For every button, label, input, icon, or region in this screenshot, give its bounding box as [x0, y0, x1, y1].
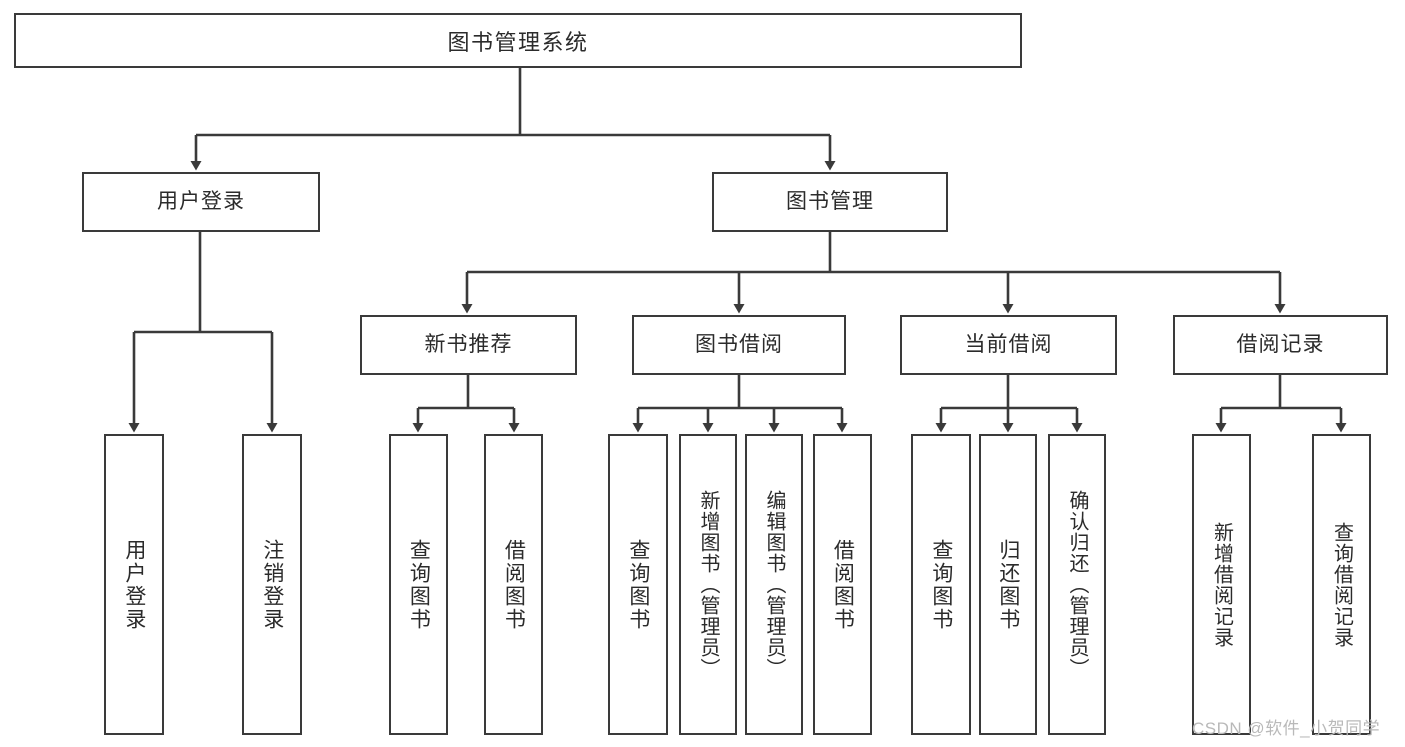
node-label: 图书管理 [786, 190, 874, 214]
leaf-user-login-signin[interactable]: 用户登录 [104, 434, 164, 735]
leaf-current-confirm-return-admin[interactable]: 确认归还（管理员） [1048, 434, 1106, 735]
leaf-borrow-add-book-admin[interactable]: 新增图书（管理员） [679, 434, 737, 735]
leaf-borrow-query-book[interactable]: 查询图书 [608, 434, 668, 735]
leaf-label: 新增图书（管理员） [697, 490, 719, 679]
leaf-label: 借阅图书 [502, 538, 526, 631]
node-label: 图书借阅 [695, 333, 783, 357]
leaf-borrow-edit-book-admin[interactable]: 编辑图书（管理员） [745, 434, 803, 735]
leaf-label: 查询借阅记录 [1330, 521, 1353, 648]
leaf-borrow-borrow-book[interactable]: 借阅图书 [813, 434, 872, 735]
leaf-current-query-book[interactable]: 查询图书 [911, 434, 971, 735]
node-borrow-record[interactable]: 借阅记录 [1173, 315, 1388, 375]
node-label: 新书推荐 [424, 333, 513, 357]
leaf-label: 借阅图书 [831, 538, 855, 631]
leaf-label: 新增借阅记录 [1210, 521, 1233, 648]
leaf-record-add[interactable]: 新增借阅记录 [1192, 434, 1251, 735]
leaf-record-query[interactable]: 查询借阅记录 [1312, 434, 1371, 735]
leaf-new-book-query[interactable]: 查询图书 [389, 434, 448, 735]
node-new-book-recommend[interactable]: 新书推荐 [360, 315, 577, 375]
node-user-login[interactable]: 用户登录 [82, 172, 320, 232]
leaf-label: 查询图书 [929, 538, 953, 631]
leaf-label: 用户登录 [122, 538, 146, 631]
node-label: 图书管理系统 [447, 29, 589, 55]
leaf-label: 归还图书 [996, 538, 1020, 631]
leaf-label: 查询图书 [407, 538, 431, 631]
leaf-label: 编辑图书（管理员） [763, 490, 785, 679]
leaf-user-login-signout[interactable]: 注销登录 [242, 434, 302, 735]
node-label: 用户登录 [157, 190, 245, 214]
leaf-label: 确认归还（管理员） [1066, 490, 1088, 679]
leaf-label: 查询图书 [626, 538, 650, 631]
node-label: 借阅记录 [1236, 333, 1325, 357]
node-label: 当前借阅 [964, 333, 1053, 357]
leaf-current-return-book[interactable]: 归还图书 [979, 434, 1037, 735]
node-current-borrow[interactable]: 当前借阅 [900, 315, 1117, 375]
leaf-label: 注销登录 [260, 538, 284, 631]
leaf-new-book-borrow[interactable]: 借阅图书 [484, 434, 543, 735]
node-book-management[interactable]: 图书管理 [712, 172, 948, 232]
node-root-system[interactable]: 图书管理系统 [14, 13, 1022, 68]
csdn-watermark: CSDN @软件_小贺同学 [1192, 719, 1381, 738]
node-book-borrow[interactable]: 图书借阅 [632, 315, 846, 375]
